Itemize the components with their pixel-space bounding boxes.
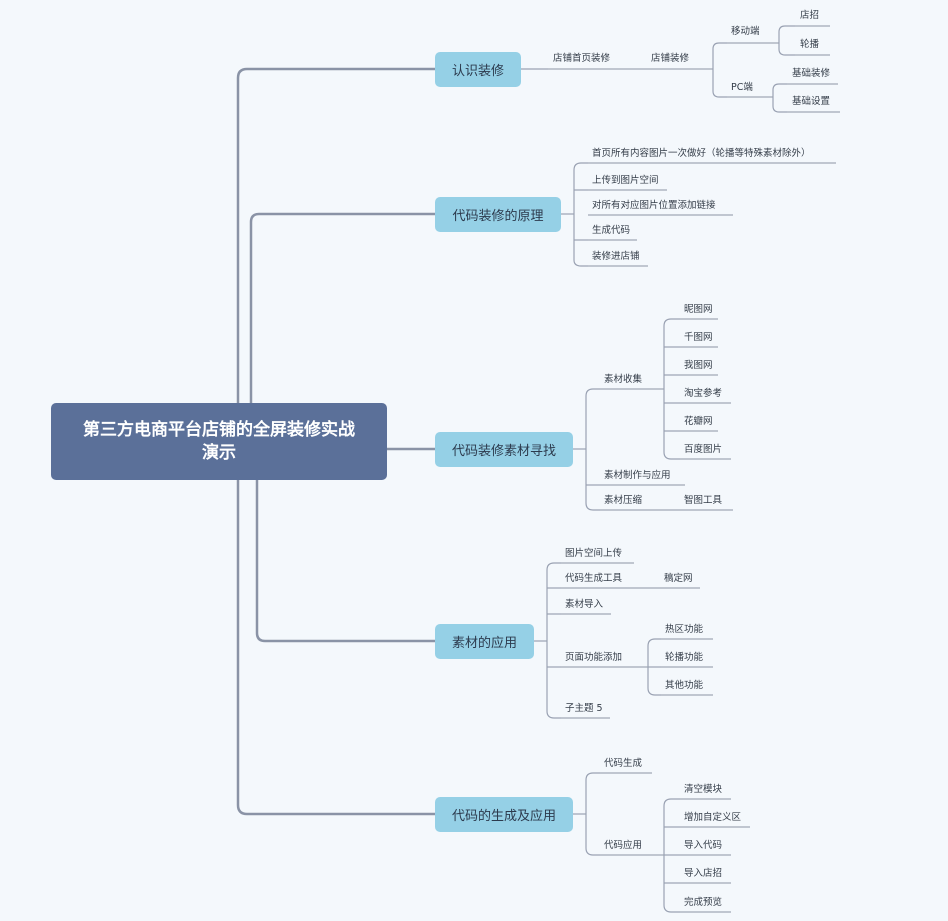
subtopic[interactable]: 装修进店铺 (592, 251, 640, 262)
subtopic[interactable]: 对所有对应图片位置添加链接 (592, 200, 716, 211)
subtopic[interactable]: 昵图网 (684, 304, 713, 315)
subtopic[interactable]: 热区功能 (665, 624, 704, 635)
subtopic[interactable]: 代码生成工具 (565, 573, 623, 584)
subtopic[interactable]: 完成预览 (684, 897, 723, 908)
subtopic[interactable]: 代码应用 (604, 840, 643, 851)
topic-sucai-xunzhao[interactable]: 代码装修素材寻找 (435, 432, 573, 467)
subtopic[interactable]: 百度图片 (684, 444, 723, 455)
root-topic[interactable]: 第三方电商平台店铺的全屏装修实战演示 (51, 403, 387, 480)
subtopic[interactable]: 店铺首页装修 (553, 53, 611, 64)
topic-label: 代码装修素材寻找 (451, 444, 556, 459)
topic-daima-shengcheng[interactable]: 代码的生成及应用 (435, 797, 573, 832)
subtopic[interactable]: 轮播 (800, 39, 820, 50)
subtopic[interactable]: 代码生成 (604, 758, 643, 769)
subtopic[interactable]: 淘宝参考 (684, 388, 723, 399)
subtopic[interactable]: 我图网 (684, 360, 713, 371)
subtopic[interactable]: 上传到图片空间 (592, 175, 659, 186)
subtopic[interactable]: 增加自定义区 (684, 812, 742, 823)
subtopic[interactable]: 基础设置 (792, 96, 831, 107)
subtopic[interactable]: 清空模块 (684, 784, 723, 795)
subtopic[interactable]: 稿定网 (664, 573, 693, 584)
subtopic[interactable]: 导入代码 (684, 840, 723, 851)
subtopic[interactable]: 图片空间上传 (565, 548, 623, 559)
subtopic[interactable]: 店招 (800, 10, 820, 21)
subtopic[interactable]: 素材收集 (604, 374, 643, 385)
subtopic[interactable]: 智图工具 (684, 495, 723, 506)
root-topic-label: 第三方电商平台店铺的全屏装修实战演示 (83, 419, 355, 463)
subtopic[interactable]: 页面功能添加 (565, 652, 623, 663)
subtopic[interactable]: PC端 (731, 82, 753, 93)
subtopic[interactable]: 轮播功能 (665, 652, 704, 663)
subtopic[interactable]: 花瓣网 (684, 416, 713, 427)
topic-renshi-zhuangxiu[interactable]: 认识装修 (435, 52, 521, 87)
subtopic[interactable]: 素材压缩 (604, 495, 643, 506)
subtopic[interactable]: 千图网 (684, 332, 713, 343)
subtopic[interactable]: 首页所有内容图片一次做好（轮播等特殊素材除外） (592, 148, 811, 159)
subtopic[interactable]: 移动端 (731, 26, 760, 37)
topic-label: 素材的应用 (451, 636, 517, 651)
subtopic[interactable]: 导入店招 (684, 868, 723, 879)
subtopic[interactable]: 其他功能 (665, 680, 704, 691)
topic-label: 认识装修 (451, 64, 504, 79)
subtopic[interactable]: 生成代码 (592, 225, 631, 236)
topic-daima-zhuangxiu-yuanli[interactable]: 代码装修的原理 (435, 197, 561, 232)
topic-sucai-yingyong[interactable]: 素材的应用 (435, 624, 534, 659)
subtopic[interactable]: 素材导入 (565, 599, 604, 610)
topic-label: 代码装修的原理 (452, 209, 544, 224)
topic-label: 代码的生成及应用 (451, 809, 556, 824)
subtopic[interactable]: 基础装修 (792, 68, 831, 79)
subtopic[interactable]: 子主题 5 (565, 703, 603, 714)
subtopic[interactable]: 店铺装修 (651, 53, 690, 64)
subtopic[interactable]: 素材制作与应用 (604, 470, 671, 481)
